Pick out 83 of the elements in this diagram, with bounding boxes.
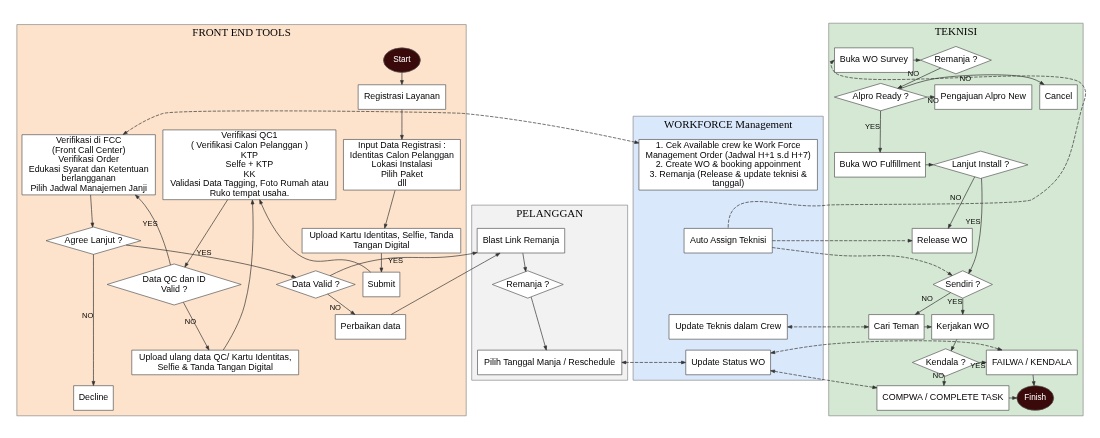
node-box: COMPWA / COMPLETE TASK (876, 384, 1010, 411)
arrow (942, 375, 946, 386)
edge-label: NO (959, 73, 972, 83)
arrow (400, 108, 404, 140)
node-box: Update Teknis dalam Crew (668, 313, 788, 340)
node-box: Pilih Tanggal Manja / Reschedule (477, 349, 623, 375)
node-box: Auto Assign Teknisi (683, 227, 773, 253)
arrow (327, 293, 356, 315)
arrow (135, 194, 171, 265)
arrow (978, 360, 987, 364)
arrow (183, 301, 210, 350)
arrow (530, 296, 547, 350)
node-box: Update Status WO (685, 349, 771, 375)
node-box: Blast Link Remanja (476, 227, 566, 253)
node-box: 1. Cek Available crew ke Work Force Management Order (Jadwal H+1 s.d H+7) 2. Create WO & booking appoinment 3. Remanja (Release & update teknisi & tanggal) (638, 138, 818, 190)
node-box: FAILWA / KENDALA (986, 349, 1078, 375)
arrow (91, 253, 96, 386)
edge-label: YES (970, 360, 986, 370)
node-box: Perbaikan data (334, 313, 407, 340)
arrow (878, 110, 882, 153)
node-diamond: Data Valid ? (275, 269, 356, 298)
arrow (771, 246, 953, 276)
arrow (770, 369, 878, 389)
edge-label: YES (388, 256, 404, 265)
arrow (925, 162, 934, 167)
edge-label: NO (82, 310, 94, 320)
edge-label: NO (329, 302, 341, 312)
node-diamond: Agree Lanjut ? (45, 226, 142, 255)
arrow (923, 324, 932, 329)
arrow (329, 251, 478, 276)
node-box: Verifikasi QC1 ( Verifikasi Calon Pelanggan ) KTP Selfe + KTP KK Validasi Data Tagging, Foto Rumah atau Ruko tempat usaha. (162, 129, 337, 200)
arrow (787, 324, 869, 329)
arrow (926, 94, 935, 99)
edge-label: YES (864, 121, 880, 131)
node-box: Kerjakan WO (931, 313, 995, 340)
arrow (727, 59, 1086, 228)
arrow (90, 194, 95, 227)
arrow (897, 67, 942, 89)
arrow (222, 199, 255, 350)
node-box: Submit (362, 271, 401, 297)
node-box: Release WO (911, 227, 973, 253)
edge-label: YES (196, 247, 212, 257)
node-box: Cancel (1039, 83, 1078, 110)
arrow (379, 252, 384, 272)
node-box: Verifikasi di FCC (Front Call Center) Verifikasi Order Edukasi Syarat dan Ketentuan berlangganan Pilih Jadwal Manajemen Janji (21, 133, 156, 195)
edge-label: NO (932, 370, 945, 380)
arrow (947, 175, 976, 229)
arrow (621, 360, 686, 364)
arrow (961, 297, 965, 315)
arrow (184, 198, 228, 267)
arrow (950, 338, 958, 351)
edge-label: YES (965, 216, 981, 226)
arrow (770, 339, 1003, 354)
arrow (1031, 374, 1036, 386)
node-diamond: Remanja ? (491, 269, 564, 298)
arrow (522, 252, 527, 272)
node-box: Registrasi Layanan (357, 83, 447, 110)
arrow (772, 238, 913, 242)
arrow (122, 110, 640, 144)
edge-label: YES (142, 218, 158, 228)
node-diamond: Remanja ? (920, 45, 992, 74)
edge-label: NO (184, 316, 197, 326)
node-diamond: Lanjut Install ? (932, 150, 1029, 179)
arrow (384, 189, 396, 229)
arrow (899, 73, 1045, 89)
node-box: Input Data Registrasi : Identitas Calon Pelanggan Lokasi Instalasi Pilih Paket dll (343, 138, 461, 190)
arrow (390, 252, 501, 315)
node-box: Upload Kartu Identitas, Selfie, Tanda Tangan Digital (301, 227, 462, 253)
arrow (968, 177, 983, 274)
arrow (1008, 395, 1018, 400)
node-box: Upload ulang data QC/ Kartu Identitas, Selfie & Tanda Tangan Digital (131, 349, 299, 375)
arrow (125, 244, 297, 278)
edge-label: NO (927, 95, 939, 105)
edge-label: NO (950, 192, 962, 202)
arrow (912, 57, 921, 62)
edge-label: NO (921, 293, 933, 303)
arrow (259, 198, 371, 272)
node-box: Cari Teman (868, 313, 925, 340)
node-box: Decline (73, 384, 114, 411)
edge-label: YES (947, 296, 963, 306)
node-box: Buka WO Fulfillment (834, 151, 926, 177)
arrow (914, 291, 951, 315)
arrow (400, 71, 404, 85)
